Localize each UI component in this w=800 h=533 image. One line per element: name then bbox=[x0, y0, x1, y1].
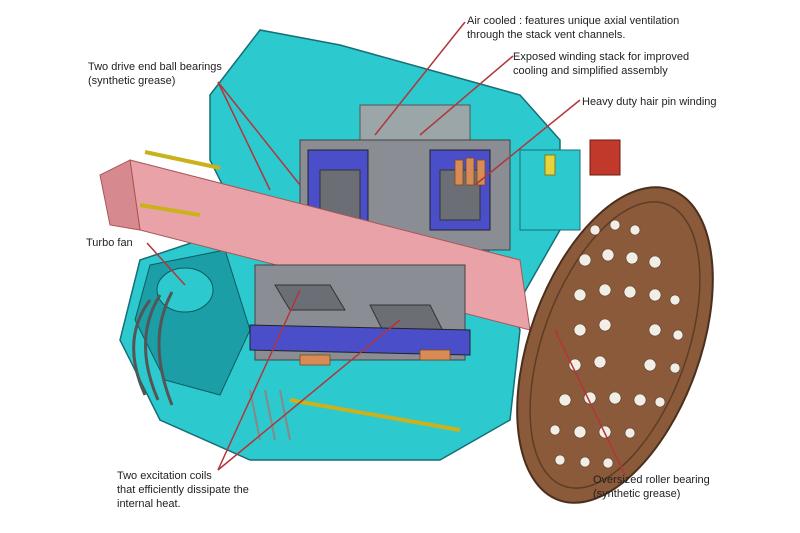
hairpin-label: Heavy duty hair pin winding bbox=[582, 95, 717, 109]
bearings-line-1: Two drive end ball bearings bbox=[88, 61, 222, 73]
hairpin-line-1: Heavy duty hair pin winding bbox=[582, 96, 717, 108]
bearings-label: Two drive end ball bearings (synthetic g… bbox=[88, 60, 222, 88]
exposed-winding-line-1: Exposed winding stack for improved bbox=[513, 51, 690, 63]
turbo-fan-label: Turbo fan bbox=[86, 236, 133, 250]
end-plate bbox=[516, 186, 714, 504]
exposed-winding-line-2: cooling and simplified assembly bbox=[513, 65, 668, 77]
air-cooled-label: Air cooled : features unique axial venti… bbox=[467, 14, 679, 42]
excitation-coils bbox=[249, 324, 471, 356]
roller-bearing-line-1: Oversized roller bearing bbox=[593, 474, 710, 486]
exposed-winding-label: Exposed winding stack for improved cooli… bbox=[513, 50, 689, 78]
hairpin-winding bbox=[454, 157, 486, 186]
roller-bearing-label: Oversized roller bearing (synthetic grea… bbox=[593, 473, 710, 501]
terminal-box bbox=[519, 139, 621, 231]
excitation-coils-line-3: internal heat. bbox=[117, 498, 181, 510]
leader-lines bbox=[146, 21, 626, 476]
excitation-coils-line-1: Two excitation coils bbox=[117, 470, 212, 482]
excitation-coils-label: Two excitation coils that efficiently di… bbox=[117, 469, 249, 511]
bearings-line-2: (synthetic grease) bbox=[88, 75, 176, 87]
roller-bearing-line-2: (synthetic grease) bbox=[593, 488, 681, 500]
tie-rods bbox=[139, 150, 461, 432]
excitation-coils-line-2: that efficiently dissipate the bbox=[117, 484, 249, 496]
air-cooled-line-2: through the stack vent channels. bbox=[467, 29, 626, 41]
turbo-fan-line-1: Turbo fan bbox=[86, 237, 133, 249]
fan-grille bbox=[132, 291, 174, 406]
air-cooled-line-1: Air cooled : features unique axial venti… bbox=[467, 15, 680, 27]
vent-stack bbox=[359, 104, 471, 141]
